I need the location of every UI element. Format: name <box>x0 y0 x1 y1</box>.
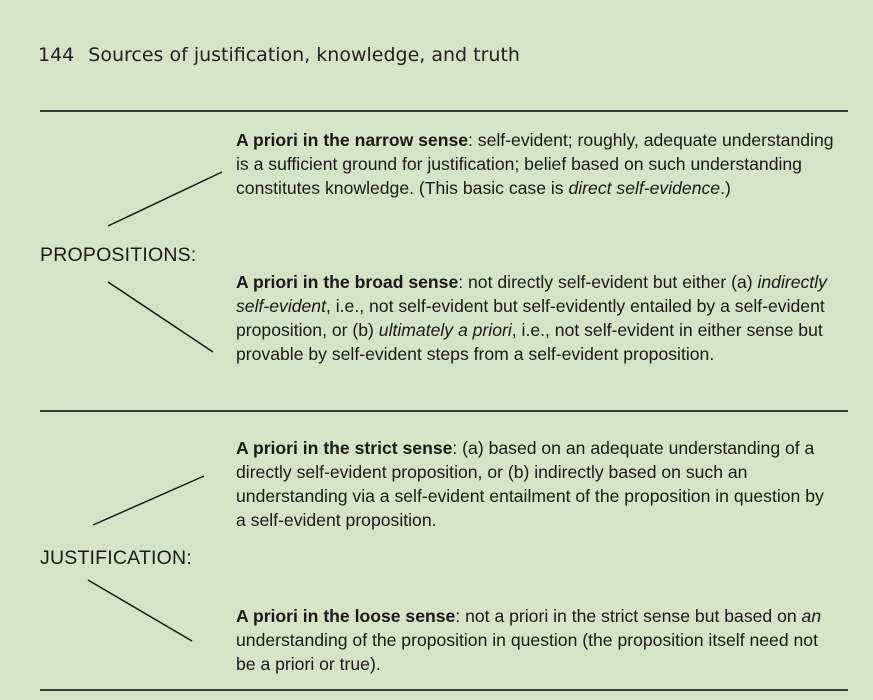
direct-self-evidence-term: direct self-evidence <box>568 178 721 198</box>
strict-sense-text: : (a) based on an adequate understanding… <box>236 438 824 530</box>
propositions-label: PROPOSITIONS: <box>40 244 197 266</box>
middle-rule <box>40 410 848 412</box>
broad-sense-text-end: , i.e., not self-evident in either sense… <box>236 320 823 364</box>
broad-sense-term: A priori in the broad sense <box>236 272 459 292</box>
narrow-sense-text: : self-evident; roughly, adequate unders… <box>236 130 834 198</box>
indirectly-self-evident-term: indirectly self-evident <box>236 272 827 316</box>
loose-sense-term: A priori in the loose sense <box>236 606 456 626</box>
an-emphasis: an <box>801 606 822 626</box>
broad-sense-text: : not directly self-evident but either (… <box>458 272 758 292</box>
narrow-sense-definition: A priori in the narrow sense: self-evide… <box>236 128 836 200</box>
strict-sense-definition: A priori in the strict sense: (a) based … <box>236 436 836 532</box>
narrow-sense-term: A priori in the narrow sense <box>236 130 469 150</box>
justification-lower-branch <box>87 579 193 642</box>
propositions-upper-branch <box>107 171 223 227</box>
loose-sense-definition: A priori in the loose sense: not a prior… <box>236 604 836 676</box>
running-title: Sources of justification, knowledge, and… <box>88 44 520 66</box>
propositions-lower-branch <box>107 281 214 353</box>
top-rule <box>40 110 848 112</box>
page-number: 144 <box>38 44 75 66</box>
justification-upper-branch <box>92 475 205 526</box>
strict-sense-term: A priori in the strict sense <box>236 438 453 458</box>
broad-sense-definition: A priori in the broad sense: not directl… <box>236 270 836 366</box>
ultimately-a-priori-term: ultimately a priori <box>378 320 512 340</box>
bottom-rule <box>40 689 848 691</box>
broad-sense-text-mid: , i.e., not self-evident but self-eviden… <box>236 296 825 340</box>
justification-label: JUSTIFICATION: <box>40 547 192 569</box>
loose-sense-text-end: understanding of the proposition in ques… <box>236 630 818 674</box>
loose-sense-text: : not a priori in the strict sense but b… <box>455 606 802 626</box>
page-header: 144 Sources of justification, knowledge, … <box>38 44 520 66</box>
narrow-sense-text-end: .) <box>720 178 731 198</box>
